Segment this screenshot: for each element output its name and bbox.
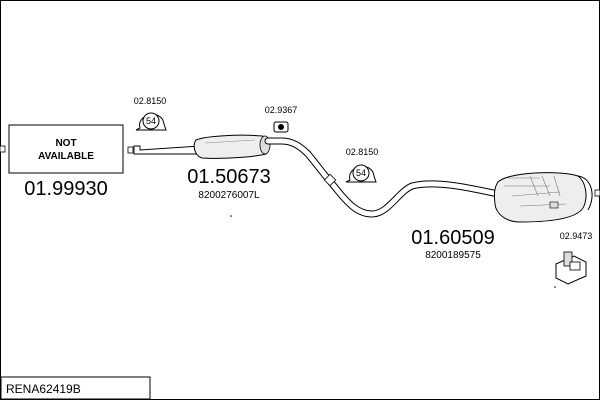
- frame-marker-right: [594, 189, 600, 197]
- hanger-rear-illustration: [555, 251, 587, 285]
- middle-silencer-number: 01.50673: [187, 166, 270, 188]
- middle-silencer-oem: 8200276007L: [198, 190, 260, 201]
- clamp-rear-size: 54: [356, 168, 366, 178]
- marker-dot: [230, 215, 232, 217]
- not-available-box: [8, 124, 124, 174]
- hanger-rear-number: 02.9473: [560, 231, 593, 241]
- front-pipe-number: 01.99930: [24, 178, 107, 200]
- clamp-front-illustration: [135, 112, 167, 131]
- middle-silencer-illustration: [193, 134, 271, 159]
- hanger-mid-illustration: [273, 121, 289, 133]
- hanger-mid-number: 02.9367: [265, 105, 298, 115]
- mid-pipe-inner: [265, 138, 501, 217]
- reference-code: RENA62419B: [6, 382, 81, 396]
- clamp-rear-illustration: [345, 164, 377, 183]
- clamp-front-number: 02.8150: [134, 96, 167, 106]
- clamp-rear-number: 02.8150: [346, 147, 379, 157]
- not-available-line2: AVAILABLE: [38, 151, 94, 162]
- rear-silencer-number: 01.60509: [411, 227, 494, 249]
- pipe-clamp-joint: [323, 173, 337, 187]
- reference-box: [0, 376, 151, 400]
- pipe-inlet-flange: [127, 146, 134, 154]
- rear-silencer-oem: 8200189575: [425, 250, 481, 261]
- frame-marker-left: [0, 145, 6, 153]
- not-available-line1: NOT: [55, 138, 76, 149]
- marker-dot: [554, 286, 556, 288]
- rear-silencer-illustration: [493, 172, 593, 223]
- clamp-front-size: 54: [146, 116, 156, 126]
- front-pipe: [133, 145, 201, 155]
